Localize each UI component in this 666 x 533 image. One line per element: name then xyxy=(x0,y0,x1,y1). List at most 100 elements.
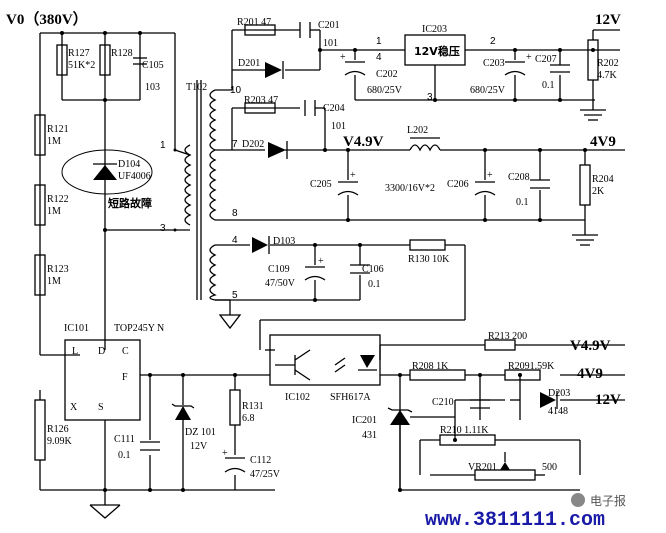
label-ic101: IC101 xyxy=(64,323,89,334)
label-c207: C207 xyxy=(535,54,557,65)
value-c204: 101 xyxy=(331,121,346,132)
label-r210: R210 1.11K xyxy=(440,425,489,436)
value-c205: 3300/16V*2 xyxy=(385,183,435,194)
feedback-12v: 12V xyxy=(595,392,621,408)
capacitor-c206: + xyxy=(474,170,496,196)
value-r123: 1M xyxy=(47,276,61,287)
svg-text:+: + xyxy=(350,170,356,181)
svg-text:+: + xyxy=(318,256,324,267)
pin-5: 5 xyxy=(232,290,238,301)
inductor-l202 xyxy=(409,137,441,152)
label-r208: R208 1K xyxy=(412,361,449,372)
label-c105: C105 xyxy=(142,60,164,71)
pin-4: 4 xyxy=(232,235,238,246)
label-top245: TOP245Y N xyxy=(114,323,164,334)
value-r202: 4.7K xyxy=(597,70,618,81)
label-r213: R213 200 xyxy=(488,331,527,342)
diode-d202 xyxy=(268,141,288,159)
capacitor-c106 xyxy=(350,264,370,274)
value-r122: 1M xyxy=(47,206,61,217)
value-d203: 4148 xyxy=(548,406,568,417)
watermark: 电子报 xyxy=(571,493,626,508)
diode-d201 xyxy=(265,61,284,79)
svg-text:+: + xyxy=(222,448,228,459)
label-c204: C204 xyxy=(323,103,345,114)
value-c207: 0.1 xyxy=(542,80,555,91)
ic203-regulator xyxy=(404,34,466,66)
value-c208: 0.1 xyxy=(516,197,529,208)
label-d201: D201 xyxy=(238,58,260,69)
label-ic102: IC102 xyxy=(285,392,310,403)
label-dz101: DZ 101 xyxy=(185,427,216,438)
resistor-r202 xyxy=(587,39,599,81)
resistors xyxy=(34,24,599,481)
label-c206: C206 xyxy=(447,179,469,190)
label-r209: R2091.59K xyxy=(508,361,555,372)
resistor-r126 xyxy=(34,399,46,461)
pin-1: 1 xyxy=(160,140,166,151)
capacitor-c208 xyxy=(530,179,550,189)
rail-12v: 12V xyxy=(595,12,621,28)
resistor-r204 xyxy=(579,164,591,206)
diodes xyxy=(61,61,558,490)
label-l202: L202 xyxy=(407,125,428,136)
capacitors: + + + + + + xyxy=(133,22,570,473)
pin-d: D xyxy=(98,346,105,357)
value-vr201: 500 xyxy=(542,462,557,473)
value-c109: 47/50V xyxy=(265,278,296,289)
label-c203: C203 xyxy=(483,58,505,69)
capacitor-c112: + xyxy=(222,448,246,473)
value-c106: 0.1 xyxy=(368,279,381,290)
resistor-r130 xyxy=(409,239,446,251)
label-short-fault: 短路故障 xyxy=(108,196,152,210)
value-d104: UF4006 xyxy=(118,171,151,182)
svg-text:+: + xyxy=(340,52,346,63)
label-d202: D202 xyxy=(242,139,264,150)
resistor-r209 xyxy=(504,369,541,381)
resistor-r210 xyxy=(439,434,496,446)
pin-3: 3 xyxy=(160,223,166,234)
ground-icon xyxy=(580,109,606,121)
label-d103: D103 xyxy=(273,236,295,247)
ground-icon xyxy=(89,504,121,519)
resistor-r203 xyxy=(244,102,276,114)
ground-icon xyxy=(572,234,598,246)
label-r131: R131 xyxy=(242,401,264,412)
label-r203: R203 47 xyxy=(244,95,278,106)
label-r121: R121 xyxy=(47,124,69,135)
feedback-4v9-b: 4V9 xyxy=(577,366,603,382)
diode-d104 xyxy=(61,149,153,195)
capacitor-c210 xyxy=(470,399,490,409)
pin-10: 10 xyxy=(230,85,242,96)
label-c112: C112 xyxy=(250,455,271,466)
value-r126: 9.09K xyxy=(47,436,73,447)
label-d104: D104 xyxy=(118,159,140,170)
label-c106: C106 xyxy=(362,264,384,275)
value-r127: 51K*2 xyxy=(68,60,95,71)
pin-l: L xyxy=(72,346,78,357)
grounds xyxy=(60,31,606,519)
resistor-r121 xyxy=(34,114,46,156)
wechat-icon xyxy=(571,493,585,507)
ic102-optocoupler xyxy=(269,334,381,386)
label-c111: C111 xyxy=(114,434,135,445)
capacitor-c202: + xyxy=(340,52,366,76)
label-r202: R202 xyxy=(597,58,619,69)
rail-4v9: 4V9 xyxy=(590,134,616,150)
value-c202: 680/25V xyxy=(367,85,403,96)
diode-d203 xyxy=(540,391,558,409)
label-c109: C109 xyxy=(268,264,290,275)
rail-mid-49: V4.9V xyxy=(343,134,384,150)
label-r204: R204 xyxy=(592,174,614,185)
value-dz101: 12V xyxy=(190,441,208,452)
label-c210: C210 xyxy=(432,397,454,408)
capacitor-c109: + xyxy=(304,256,326,281)
value-r121: 1M xyxy=(47,136,61,147)
label-d203: D203 xyxy=(548,388,570,399)
label-ic203: IC203 xyxy=(422,24,447,35)
label-t102: T102 xyxy=(186,82,207,93)
resistor-r127 xyxy=(56,44,68,76)
footer-url: www.3811111.com xyxy=(425,509,605,532)
ic203-title: 12V稳压 xyxy=(414,44,460,58)
pin-7: 7 xyxy=(232,139,238,150)
